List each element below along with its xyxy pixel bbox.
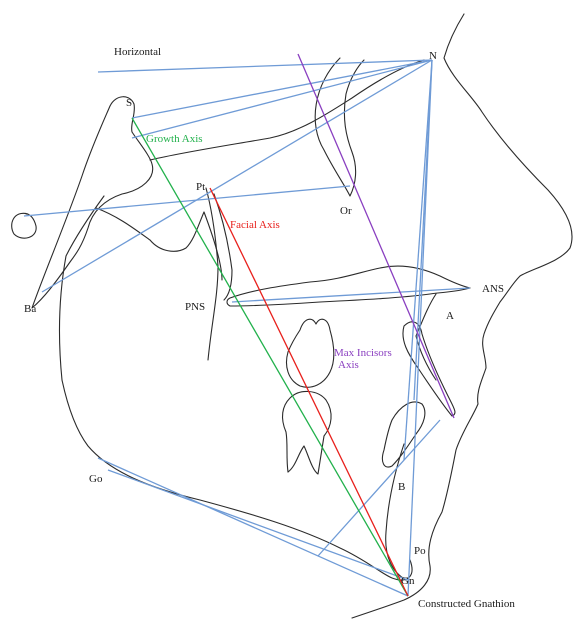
- label-a: A: [446, 310, 454, 322]
- reference-lines: [23, 59, 471, 597]
- label-pt: Pt: [196, 181, 206, 193]
- label-constructed-gnathion: Constructed Gnathion: [418, 598, 515, 610]
- label-go: Go: [89, 473, 103, 485]
- horizontal-line: [97, 59, 433, 73]
- orbit-outline: [314, 57, 365, 197]
- anterior-cranial-base: [149, 59, 425, 161]
- label-n: N: [429, 50, 437, 62]
- palatal-plane-line: [231, 287, 471, 303]
- label-facial-axis: Facial Axis: [230, 219, 280, 231]
- molar-upper: [285, 318, 335, 388]
- ear-rod-loop: [11, 212, 37, 239]
- max-incisors-axis-line: [297, 53, 455, 419]
- soft-tissue-profile: [351, 13, 573, 619]
- label-s: S: [126, 97, 133, 109]
- facial-depth-line: [403, 59, 433, 461]
- mandible-ramus: [58, 195, 413, 581]
- facial-plane-line: [407, 59, 433, 597]
- label-horizontal: Horizontal: [114, 46, 162, 58]
- maxilla-anterior: [415, 293, 437, 381]
- label-max-incisors-axis-line1: Max Incisors: [334, 347, 392, 359]
- label-growth-axis: Growth Axis: [146, 133, 203, 145]
- label-max-incisors-axis-line2: Axis: [338, 359, 359, 371]
- label-max-incisors-axis: Max Incisors Axis: [334, 347, 392, 371]
- label-gn: Gn: [401, 575, 415, 587]
- symphysis-outline: [385, 443, 407, 581]
- pterygoid-plate: [205, 187, 233, 361]
- label-ba: Ba: [24, 303, 37, 315]
- gonion-chin-line: [107, 469, 409, 581]
- growth-axis-line: [131, 117, 409, 597]
- label-po: Po: [414, 545, 426, 557]
- sella-nasion-line: [131, 59, 433, 119]
- facial-axis-line: [209, 187, 409, 597]
- label-ans: ANS: [482, 283, 505, 295]
- mandible-posterior-notch: [95, 207, 223, 281]
- label-pns: PNS: [185, 301, 206, 313]
- molar-lower: [281, 390, 332, 475]
- label-or: Or: [340, 205, 352, 217]
- label-b: B: [398, 481, 406, 493]
- sella-nasion-secondary-line: [131, 59, 433, 139]
- chin-tangent-line: [317, 419, 441, 557]
- frankfort-line: [23, 185, 351, 217]
- nasion-a-line: [413, 59, 433, 401]
- mandibular-plane-line: [97, 457, 409, 597]
- sella-cranial-base: [31, 96, 154, 309]
- basion-nasion-line: [41, 59, 433, 293]
